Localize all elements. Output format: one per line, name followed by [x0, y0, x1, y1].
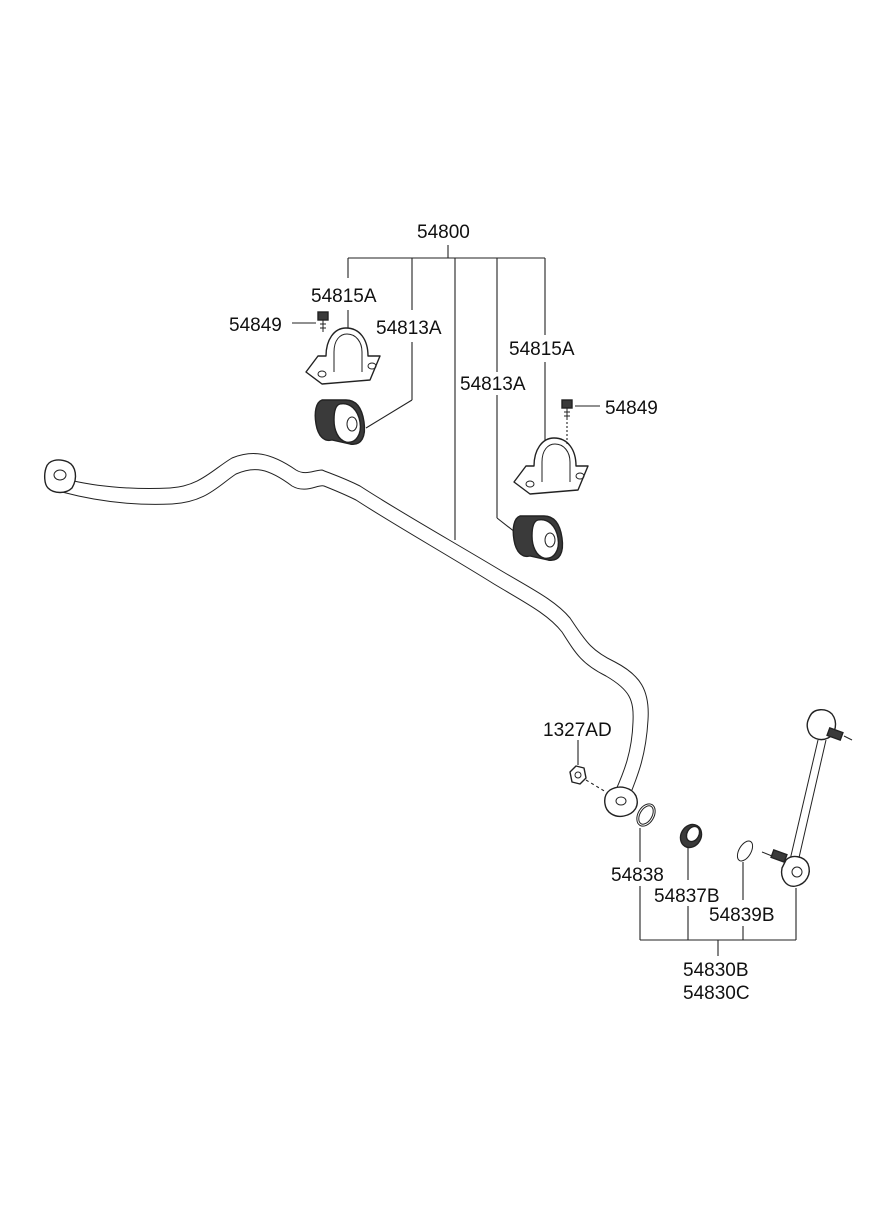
- nut: [569, 740, 607, 793]
- label-54800: 54800: [417, 222, 470, 243]
- label-nut: 1327AD: [543, 720, 612, 741]
- ring-b: [736, 840, 754, 900]
- bolt-left: [292, 311, 329, 332]
- label-bolt-left: 54849: [229, 315, 282, 336]
- label-bolt-right: 54849: [605, 398, 658, 419]
- assembly-leader-lines: [347, 245, 546, 540]
- bushing-left: [314, 399, 366, 445]
- label-link-c: 54830C: [683, 983, 750, 1004]
- stabilizer-link: [761, 709, 853, 940]
- label-seal-cap: 54837B: [654, 886, 720, 907]
- link-leader-lines: [639, 886, 796, 956]
- label-link-b: 54830B: [683, 960, 749, 981]
- stabilizer-bar: [43, 453, 649, 818]
- bracket-left: [305, 327, 381, 385]
- label-seal-ring: 54838: [611, 865, 664, 886]
- bushing-right: [512, 515, 564, 561]
- label-bracket-left: 54815A: [311, 286, 377, 307]
- label-ring-b: 54839B: [709, 905, 775, 926]
- bolt-right: [561, 399, 600, 444]
- label-bushing-left: 54813A: [376, 318, 442, 339]
- seal-ring: [636, 803, 656, 862]
- seal-cap: [679, 823, 703, 880]
- label-bracket-right: 54815A: [509, 339, 575, 360]
- bracket-right: [513, 437, 589, 495]
- label-bushing-right: 54813A: [460, 374, 526, 395]
